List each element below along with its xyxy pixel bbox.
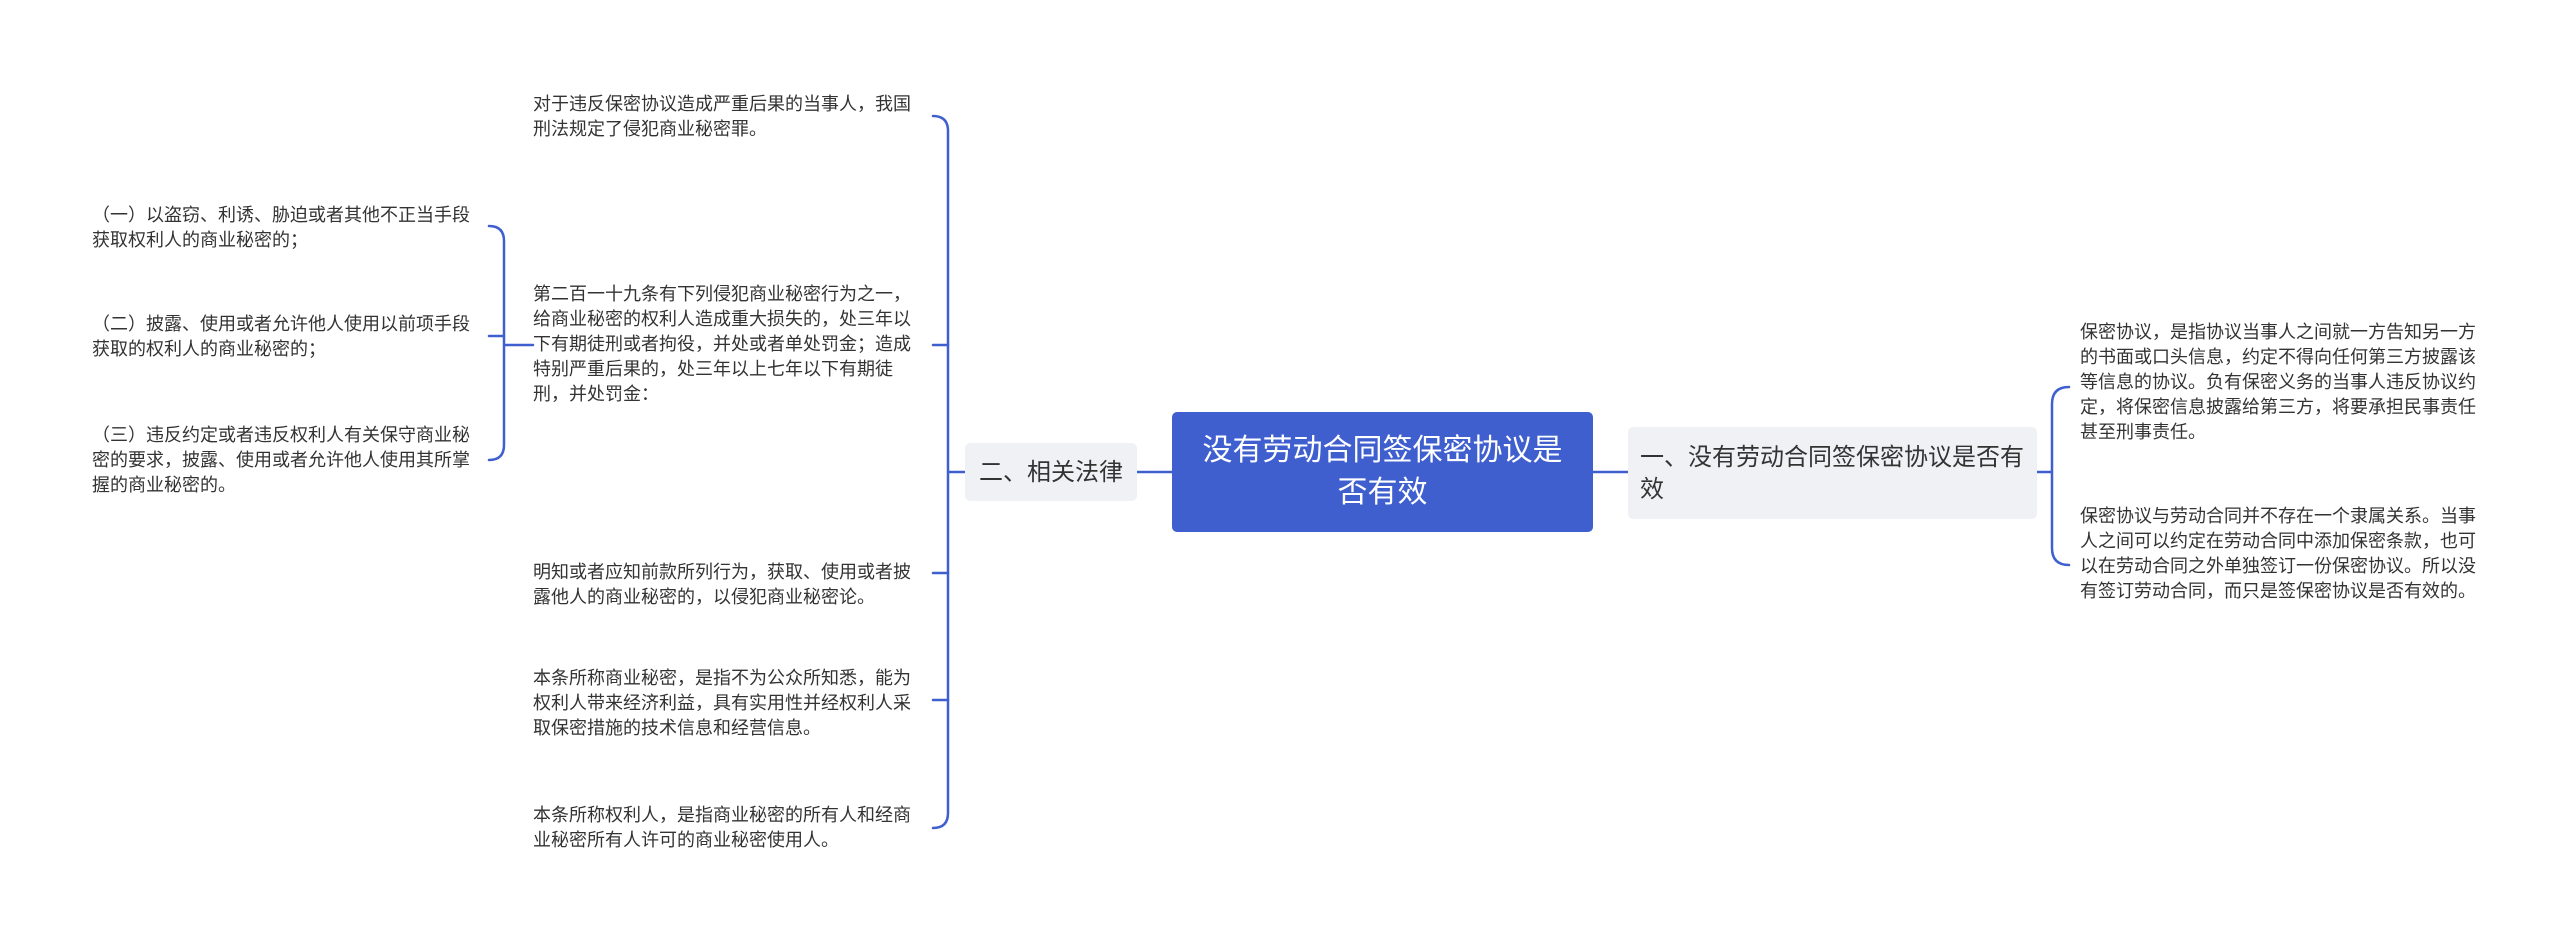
leaf-node-trade-secret-definition[interactable]: 本条所称商业秘密，是指不为公众所知悉，能为权利人带来经济利益，具有实用性并经权利… [533, 668, 911, 739]
leaf-node-article-219[interactable]: 第二百一十九条有下列侵犯商业秘密行为之一，给商业秘密的权利人造成重大损失的，处三… [533, 284, 911, 405]
bracket-right-branch [2035, 385, 2071, 567]
root-title: 没有劳动合同签保密协议是否有效 [1202, 433, 1563, 510]
leaf-node-definition[interactable]: 保密协议，是指协议当事人之间就一方告知另一方的书面或口头信息，约定不得向任何第三… [2080, 322, 2476, 443]
branch-node-related-law[interactable]: 二、相关法律 [965, 443, 1137, 501]
sub-item-3[interactable]: （三）违反约定或者违反权利人有关保守商业秘密的要求，披露、使用或者允许他人使用其… [92, 425, 470, 496]
branch-label: 一、没有劳动合同签保密协议是否有效 [1640, 443, 2024, 503]
root-node[interactable]: 没有劳动合同签保密协议是否有效 [1172, 412, 1593, 532]
bracket-left-branch [931, 114, 967, 830]
leaf-node-relationship[interactable]: 保密协议与劳动合同并不存在一个隶属关系。当事人之间可以约定在劳动合同中添加保密条… [2080, 506, 2476, 602]
leaf-node-knowingly[interactable]: 明知或者应知前款所列行为，获取、使用或者披露他人的商业秘密的，以侵犯商业秘密论。 [533, 562, 911, 608]
branch-label: 二、相关法律 [979, 458, 1123, 486]
leaf-node-criminal-law[interactable]: 对于违反保密协议造成严重后果的当事人，我国刑法规定了侵犯商业秘密罪。 [533, 94, 911, 140]
branch-node-validity[interactable]: 一、没有劳动合同签保密协议是否有效 [1628, 427, 2037, 519]
leaf-node-rights-holder[interactable]: 本条所称权利人，是指商业秘密的所有人和经商业秘密所有人许可的商业秘密使用人。 [533, 805, 911, 851]
sub-item-1[interactable]: （一）以盗窃、利诱、胁迫或者其他不正当手段获取权利人的商业秘密的； [92, 205, 470, 251]
bracket-sub-items [487, 224, 535, 462]
sub-item-2[interactable]: （二）披露、使用或者允许他人使用以前项手段获取的权利人的商业秘密的； [92, 314, 470, 360]
